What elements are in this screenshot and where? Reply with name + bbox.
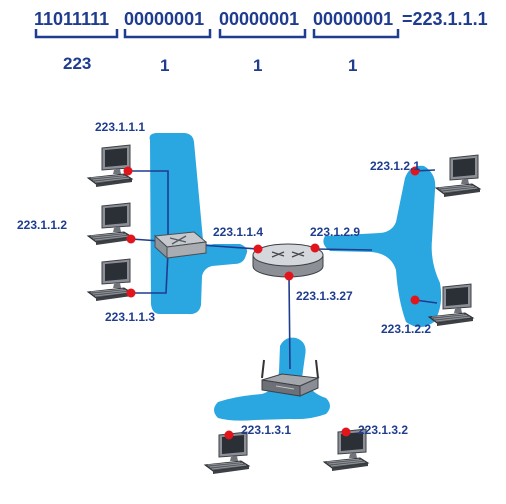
network-links [128,169,438,370]
interface-dots [123,166,420,440]
decimal-octet: 1 [160,56,169,75]
router-interface-label: 223.1.2.9 [310,225,360,239]
octet-brace [312,29,400,39]
octet-brace [218,29,307,39]
switch-icon [153,231,208,260]
host-address-label: 223.1.1.1 [95,120,145,134]
computer-icon [87,202,133,246]
subnet-223-1-1 [149,133,248,315]
host-address-label: 223.1.1.2 [17,218,67,232]
router-interface-label: 223.1.3.27 [296,289,353,303]
computer-icon [87,258,133,302]
decimal-octet: 223 [63,54,91,73]
equals-address: =223.1.1.1 [402,9,488,29]
binary-octet: 00000001 [313,9,393,29]
host-address-label: 223.1.3.1 [241,423,291,437]
decimal-octet: 1 [348,56,357,75]
binary-octet: 11011111 [34,9,109,29]
router-interface-label: 223.1.1.4 [213,225,263,239]
binary-octet: 00000001 [124,9,204,29]
computer-icon [87,144,133,188]
subnet-223-1-2 [323,165,442,327]
host-address-label: 223.1.3.2 [358,423,408,437]
host-address-label: 223.1.2.1 [370,159,420,173]
computer-icon [435,154,481,198]
binary-octet: 00000001 [219,9,299,29]
octet-brace [34,29,119,39]
router-icon [252,243,324,278]
decimal-octet: 1 [253,56,262,75]
host-address-label: 223.1.2.2 [381,322,431,336]
host-address-label: 223.1.1.3 [105,310,155,324]
octet-brace [123,29,212,39]
wireless-access-point-icon [261,359,320,397]
subnet-223-1-3 [214,337,330,421]
